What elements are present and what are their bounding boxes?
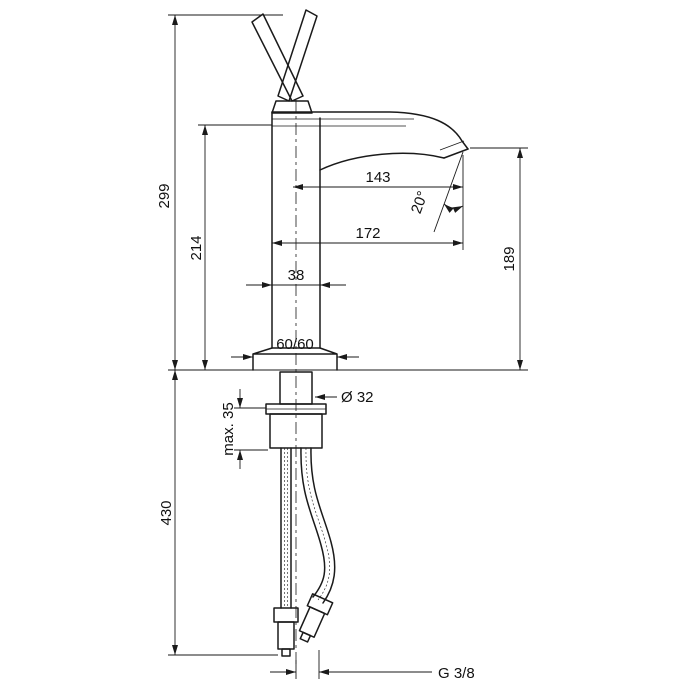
mounting-nut <box>269 413 323 449</box>
hose-right-outer <box>300 447 326 598</box>
aerator-face <box>443 148 469 159</box>
hose-right-connector <box>298 593 334 643</box>
label-max-deck-thickness: max. 35 <box>220 402 237 455</box>
handle-base <box>271 100 313 114</box>
hose-left-connector-body <box>277 621 295 650</box>
label-spout-reach: 143 <box>365 169 390 186</box>
label-overall-height: 299 <box>156 183 173 208</box>
hose-left <box>273 447 299 657</box>
hose-right <box>298 447 336 643</box>
extension-lines <box>168 14 528 679</box>
label-base-footprint: 60/60 <box>276 336 314 353</box>
label-hose-length: 430 <box>158 500 175 525</box>
label-outlet-height: 189 <box>501 246 518 271</box>
label-spout-reach-total: 172 <box>355 225 380 242</box>
label-shank-diameter: Ø 32 <box>341 389 374 406</box>
hose-left-connector-nut <box>273 607 299 623</box>
faucet-outline <box>251 9 469 657</box>
dimension-lines <box>172 15 523 675</box>
hose-right-inner <box>310 447 336 604</box>
dimension-labels: 299 214 430 189 143 172 38 60/60 20° Ø 3… <box>156 169 518 682</box>
label-body-width: 38 <box>288 267 305 284</box>
base-flange <box>252 347 338 371</box>
spout-top-edge <box>271 111 469 150</box>
handle-lever-left <box>251 13 304 102</box>
hose-right-connector-tip <box>299 631 312 643</box>
hose-left-connector-tip <box>281 648 291 657</box>
label-spout-top-height: 214 <box>188 235 205 260</box>
spout-underside <box>319 152 445 171</box>
ext-spout-angle <box>433 151 464 233</box>
label-connection-thread: G 3/8 <box>438 665 475 682</box>
dim-angle-arc <box>443 203 464 213</box>
aerator-seam <box>439 140 465 151</box>
label-spout-angle: 20° <box>408 189 432 216</box>
